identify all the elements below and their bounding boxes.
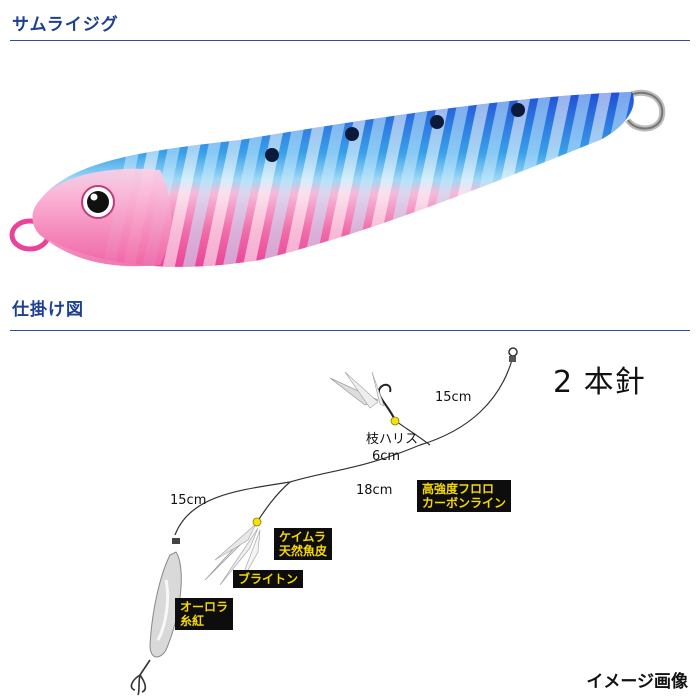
jig-stripe [320,92,372,267]
callout-skin: ケイムラ 天然魚皮 [274,528,333,560]
hook-icon [377,383,396,421]
branch-length-label: 6cm [372,449,401,464]
callout-aurora-2: 糸紅 [180,614,205,628]
hook-count-label: 2 本針 [553,365,646,400]
rig-divider [10,330,690,331]
image-note: イメージ画像 [586,672,688,692]
jig-stripe [280,92,332,267]
bead-icon [252,517,262,527]
callout-aurora: オーロラ 糸紅 [175,598,234,630]
branch-line-label: 枝ハリス [366,432,419,447]
jig-stripe [260,92,312,267]
jig-stripe [240,92,292,267]
callout-brighton: ブライトン [233,570,304,588]
bead-icon [390,416,400,426]
jig-stripe [220,92,272,267]
jig-stripe [300,92,352,267]
mid-length-label: 18cm [356,483,393,498]
callout-line-1: 高強度フロロ [422,482,495,496]
jig-lure-image [9,89,666,267]
treble-hook-icon [130,659,151,696]
callout-skin-1: ケイムラ [279,530,326,544]
left-length-label: 15cm [170,493,207,508]
callout-skin-2: 天然魚皮 [279,544,328,558]
product-title: サムライジグ [12,15,119,35]
callout-line-type: 高強度フロロ カーボンライン [417,480,512,512]
skirt-feather-icon [329,371,385,409]
callout-aurora-1: オーロラ [180,600,229,614]
top-length-label: 15cm [435,390,472,405]
swivel-icon [508,347,518,362]
title-divider [10,40,690,41]
rig-title: 仕掛け図 [12,300,84,320]
jig-stripe [340,92,392,267]
callout-line-2: カーボンライン [422,496,507,510]
small-jig-icon [149,538,182,658]
